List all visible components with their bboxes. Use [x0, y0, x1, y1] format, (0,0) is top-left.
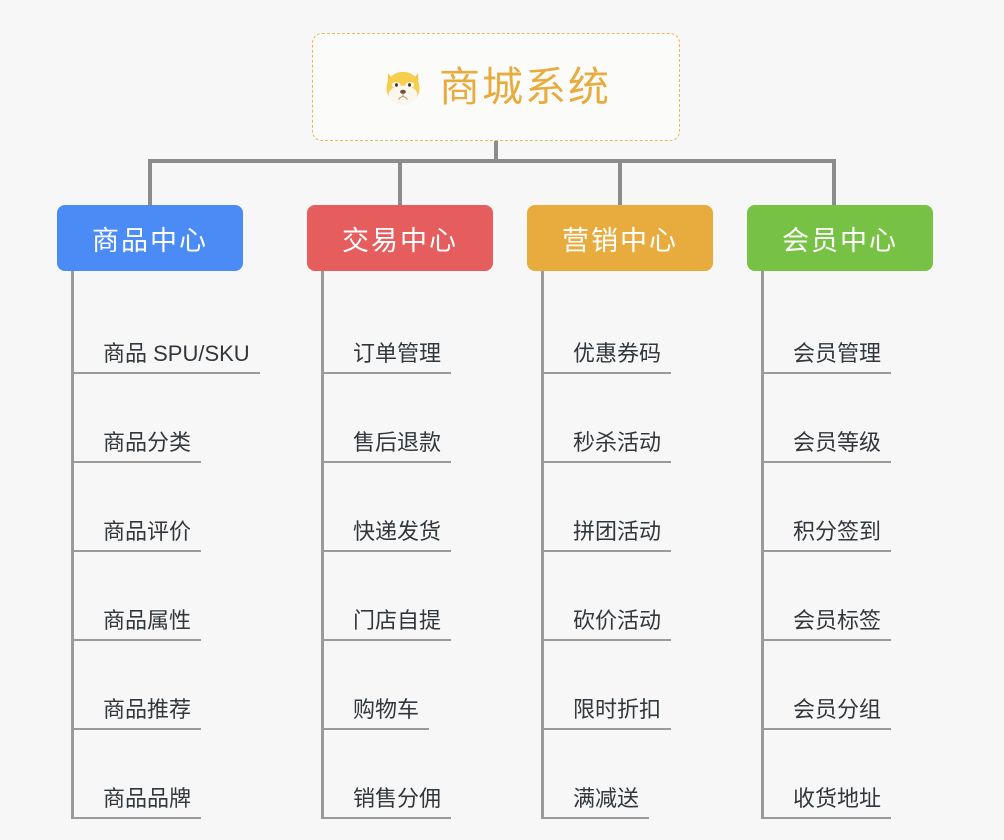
list-item[interactable]: 会员等级: [761, 374, 891, 463]
category-header-product-center[interactable]: 商品中心: [57, 205, 243, 271]
connector-drop-member-center: [832, 159, 836, 207]
column-spine: [321, 271, 324, 819]
column-trade-center: 交易中心 订单管理 售后退款 快递发货 门店自提 购物车 销售分佣: [307, 205, 493, 819]
connector-drop-trade-center: [398, 159, 402, 207]
list-item[interactable]: 会员标签: [761, 552, 891, 641]
list-item-label: 售后退款: [353, 429, 442, 455]
list-item-label: 销售分佣: [353, 785, 442, 811]
list-item[interactable]: 商品评价: [71, 463, 201, 552]
list-item[interactable]: 商品分类: [71, 374, 201, 463]
list-item[interactable]: 快递发货: [321, 463, 451, 552]
category-header-marketing-center[interactable]: 营销中心: [527, 205, 713, 271]
column-member-center: 会员中心 会员管理 会员等级 积分签到 会员标签 会员分组 收货地址: [747, 205, 933, 819]
column-spine: [761, 271, 764, 819]
column-spine: [71, 271, 74, 819]
list-item[interactable]: 拼团活动: [541, 463, 671, 552]
connector-drop-product-center: [148, 159, 152, 207]
list-item[interactable]: 满减送: [541, 730, 649, 819]
column-body: 会员管理 会员等级 积分签到 会员标签 会员分组 收货地址: [761, 271, 933, 819]
category-label: 商品中心: [92, 225, 208, 256]
category-header-member-center[interactable]: 会员中心: [747, 205, 933, 271]
list-item[interactable]: 会员管理: [761, 285, 891, 374]
list-item-label: 优惠券码: [573, 340, 662, 366]
list-item-label: 会员等级: [793, 429, 882, 455]
list-item-label: 满减送: [573, 785, 640, 811]
connector-stem: [494, 141, 498, 163]
list-item[interactable]: 砍价活动: [541, 552, 671, 641]
list-item-label: 门店自提: [353, 607, 442, 633]
column-spine: [541, 271, 544, 819]
list-item-label: 快递发货: [353, 518, 442, 544]
list-item-label: 会员分组: [793, 696, 882, 722]
list-item-label: 限时折扣: [573, 696, 662, 722]
list-item-label: 商品评价: [103, 518, 192, 544]
list-item-label: 商品推荐: [103, 696, 192, 722]
list-item[interactable]: 商品 SPU/SKU: [71, 285, 260, 374]
category-label: 会员中心: [782, 225, 898, 256]
list-item-label: 商品品牌: [103, 785, 192, 811]
list-item-label: 砍价活动: [573, 607, 662, 633]
connector-drop-marketing-center: [618, 159, 622, 207]
list-item[interactable]: 商品品牌: [71, 730, 201, 819]
list-item-label: 会员标签: [793, 607, 882, 633]
root-node-title: 商城系统: [439, 63, 611, 110]
list-item-label: 秒杀活动: [573, 429, 662, 455]
list-item[interactable]: 秒杀活动: [541, 374, 671, 463]
column-body: 优惠券码 秒杀活动 拼团活动 砍价活动 限时折扣 满减送: [541, 271, 713, 819]
column-product-center: 商品中心 商品 SPU/SKU 商品分类 商品评价 商品属性 商品推荐 商品品牌: [57, 205, 260, 819]
list-item[interactable]: 商品推荐: [71, 641, 201, 730]
list-item[interactable]: 优惠券码: [541, 285, 671, 374]
list-item[interactable]: 门店自提: [321, 552, 451, 641]
list-item[interactable]: 商品属性: [71, 552, 201, 641]
list-item[interactable]: 积分签到: [761, 463, 891, 552]
list-item-label: 积分签到: [793, 518, 882, 544]
list-item-label: 商品分类: [103, 429, 192, 455]
list-item-label: 收货地址: [793, 785, 882, 811]
list-item-label: 购物车: [353, 696, 420, 722]
category-label: 交易中心: [342, 225, 458, 256]
category-label: 营销中心: [562, 225, 678, 256]
list-item[interactable]: 订单管理: [321, 285, 451, 374]
list-item-label: 商品 SPU/SKU: [103, 340, 250, 366]
root-node-card[interactable]: 商城系统: [312, 33, 680, 141]
list-item[interactable]: 销售分佣: [321, 730, 451, 819]
list-item-label: 会员管理: [793, 340, 882, 366]
column-marketing-center: 营销中心 优惠券码 秒杀活动 拼团活动 砍价活动 限时折扣 满减送: [527, 205, 713, 819]
list-item-label: 订单管理: [353, 340, 442, 366]
shiba-inu-emoji: [381, 65, 425, 109]
list-item[interactable]: 收货地址: [761, 730, 891, 819]
list-item[interactable]: 会员分组: [761, 641, 891, 730]
column-body: 商品 SPU/SKU 商品分类 商品评价 商品属性 商品推荐 商品品牌: [71, 271, 260, 819]
list-item[interactable]: 售后退款: [321, 374, 451, 463]
column-body: 订单管理 售后退款 快递发货 门店自提 购物车 销售分佣: [321, 271, 493, 819]
category-header-trade-center[interactable]: 交易中心: [307, 205, 493, 271]
connector-bus: [148, 159, 836, 163]
list-item-label: 拼团活动: [573, 518, 662, 544]
list-item[interactable]: 购物车: [321, 641, 429, 730]
list-item[interactable]: 限时折扣: [541, 641, 671, 730]
list-item-label: 商品属性: [103, 607, 192, 633]
